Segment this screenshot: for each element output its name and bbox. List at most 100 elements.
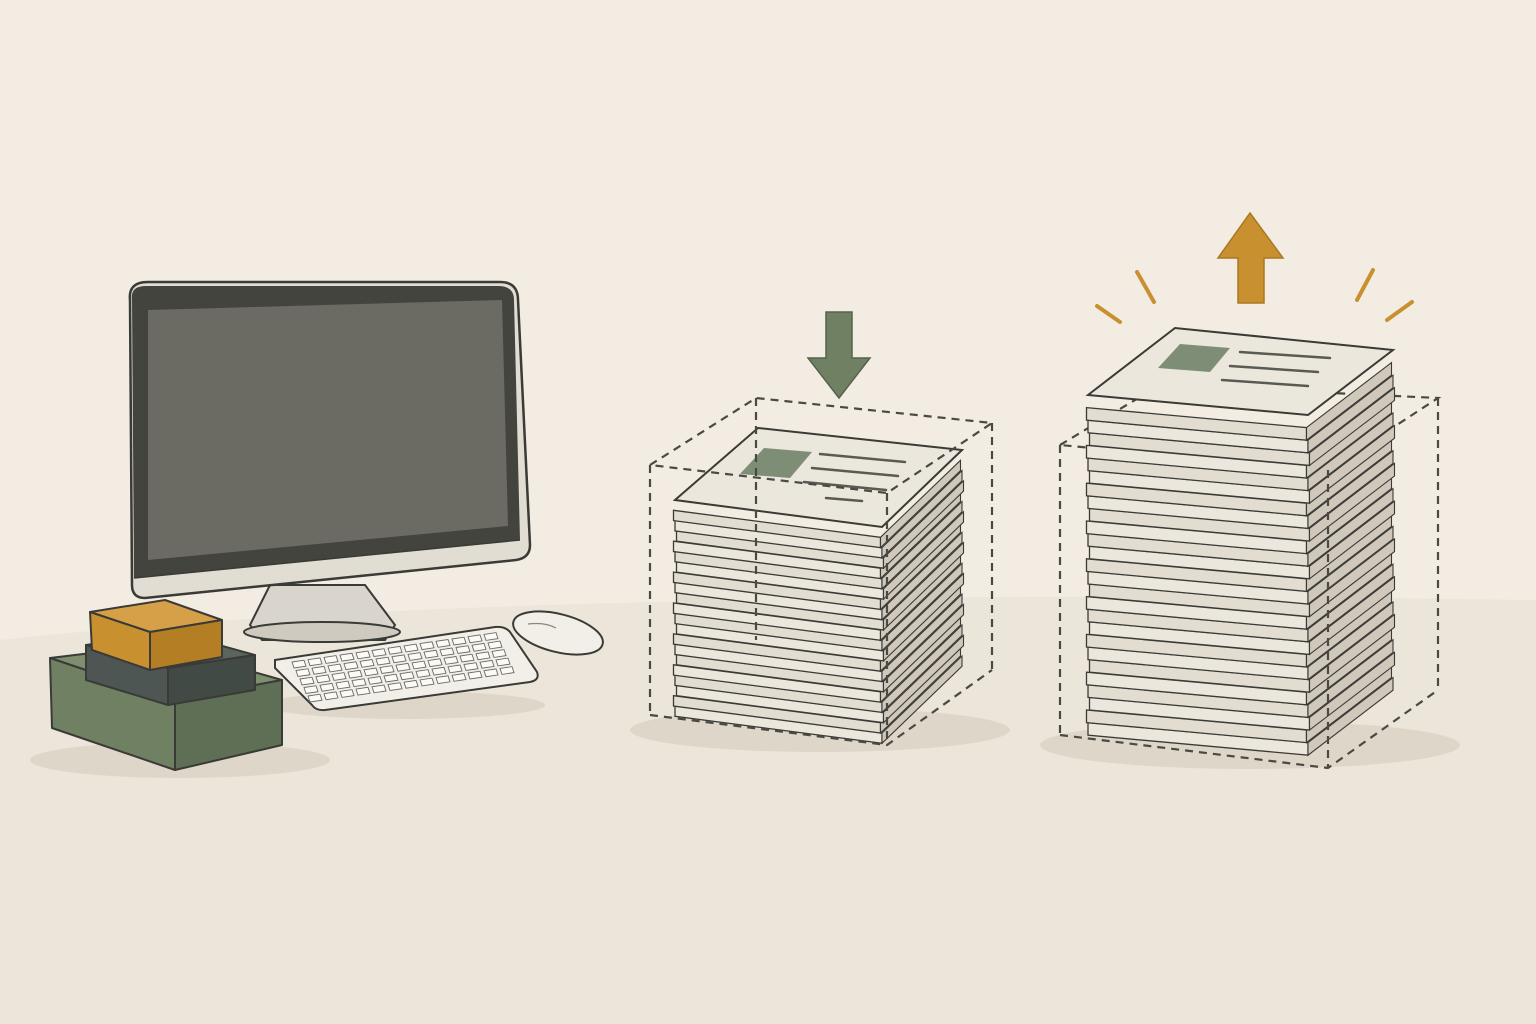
paper-sheet-side-edge	[1305, 361, 1393, 442]
keyboard-key	[395, 662, 411, 672]
paper-sheet-side-edge	[1308, 462, 1396, 543]
paper-sheet-side-edge	[1307, 525, 1394, 606]
monitor-chin-line	[133, 539, 521, 579]
keyboard-key	[319, 682, 335, 692]
paper-sheet-side-edge	[882, 479, 965, 570]
paper-sheet-side-edge	[1308, 537, 1396, 618]
paper-sheet-side-edge	[881, 531, 963, 621]
keyboard-key	[343, 661, 359, 671]
keyboard-key	[387, 682, 403, 692]
compact-stack-text-lines	[802, 452, 907, 503]
paper-sheet-side-edge	[1307, 487, 1394, 568]
keyboard-key	[439, 647, 455, 657]
keyboard-key	[387, 645, 403, 655]
keyboard-keys	[291, 632, 515, 703]
paper-sheet-side-edge	[882, 572, 965, 663]
tall-stack-dashed-box-front	[1058, 445, 1439, 770]
compact-stack-sheets	[672, 459, 965, 745]
paper-sheet-side-edge	[1308, 575, 1396, 656]
keyboard-key	[467, 634, 483, 644]
tall-stack-thumbnail	[1158, 344, 1230, 372]
keyboard-key	[323, 691, 339, 701]
keyboard-key	[291, 659, 307, 669]
up-arrow-icon	[1216, 211, 1285, 304]
emphasis-sparks-icon	[1095, 268, 1414, 324]
keyboard-key	[419, 677, 435, 687]
compact-stack-dashed-box	[646, 396, 996, 747]
paper-sheet-side-edge	[881, 592, 963, 683]
paper-sheet-side-edge	[881, 654, 963, 745]
keyboard-key	[475, 651, 491, 661]
keyboard-key	[435, 675, 451, 685]
paper-sheet-side-edge	[882, 510, 965, 601]
paper-sheet-side-edge	[882, 634, 965, 724]
keyboard-key	[307, 693, 323, 703]
stacked-blocks	[49, 599, 283, 771]
keyboard-key	[483, 668, 499, 678]
keyboard-key	[423, 649, 439, 659]
keyboard-key	[359, 658, 375, 668]
keyboard-key	[311, 665, 327, 675]
paper-sheet-side-edge	[1307, 676, 1394, 757]
keyboard-key	[479, 659, 495, 669]
keyboard-key	[371, 684, 387, 694]
keyboard-key	[391, 654, 407, 664]
keyboard-key	[403, 643, 419, 653]
paper-sheet-side-edge	[881, 500, 963, 591]
keyboard-key	[335, 680, 351, 690]
keyboard-key	[447, 664, 463, 674]
compact-stack	[646, 311, 996, 747]
paper-sheet-side-edge	[1307, 600, 1394, 681]
paper-sheet-side-edge	[1308, 424, 1396, 505]
mouse-body	[512, 610, 604, 656]
keyboard-key	[339, 652, 355, 662]
keyboard-key	[347, 669, 363, 679]
keyboard-key	[451, 672, 467, 682]
keyboard-key	[307, 657, 323, 667]
keyboard-key	[419, 641, 435, 651]
monitor-screen	[148, 300, 508, 560]
keyboard-key	[371, 648, 387, 658]
keyboard-key	[463, 662, 479, 672]
paper-sheet-side-edge	[881, 562, 963, 652]
keyboard-key	[459, 653, 475, 663]
paper-sheet-side-edge	[1307, 563, 1394, 643]
keyboard-key	[407, 652, 423, 661]
keyboard-key	[487, 640, 503, 650]
paper-sheet-side-edge	[881, 623, 963, 714]
paper-sheet-side-edge	[1307, 449, 1394, 530]
keyboard-key	[355, 686, 371, 696]
keyboard-key	[375, 656, 391, 666]
paper-sheet-side-edge	[882, 603, 965, 694]
tall-stack-text-lines	[1220, 350, 1332, 388]
keyboard-key	[435, 638, 451, 648]
tall-stack-top-sheet	[1085, 326, 1396, 417]
compact-stack-thumbnail	[740, 448, 812, 478]
keyboard-key	[323, 655, 339, 664]
keyboard-key	[443, 655, 459, 665]
keyboard-key	[299, 676, 315, 686]
keyboard-key	[415, 669, 431, 678]
keyboard-key	[315, 674, 331, 684]
keyboard-key	[455, 645, 471, 655]
paper-sheet-side-edge	[1307, 411, 1394, 492]
keyboard-key	[383, 673, 399, 683]
paper-sheet-side-edge	[882, 541, 965, 632]
keyboard-key	[351, 678, 367, 688]
keyboard-key	[483, 632, 499, 641]
compact-stack-top-sheet	[672, 426, 965, 529]
tall-stack	[1056, 211, 1442, 770]
keyboard-key	[363, 667, 379, 677]
paper-sheet-side-edge	[1308, 651, 1396, 732]
paper-sheet-side-edge	[881, 469, 963, 560]
keyboard-key	[451, 636, 467, 646]
keyboard-key	[331, 672, 347, 681]
paper-sheet-side-edge	[1308, 613, 1396, 694]
keyboard-key	[339, 689, 355, 698]
keyboard-key	[411, 660, 427, 670]
block-slate-side	[167, 654, 256, 706]
keyboard-key	[403, 679, 419, 689]
paper-sheet-side-edge	[879, 459, 962, 549]
desktop-computer	[128, 280, 532, 643]
